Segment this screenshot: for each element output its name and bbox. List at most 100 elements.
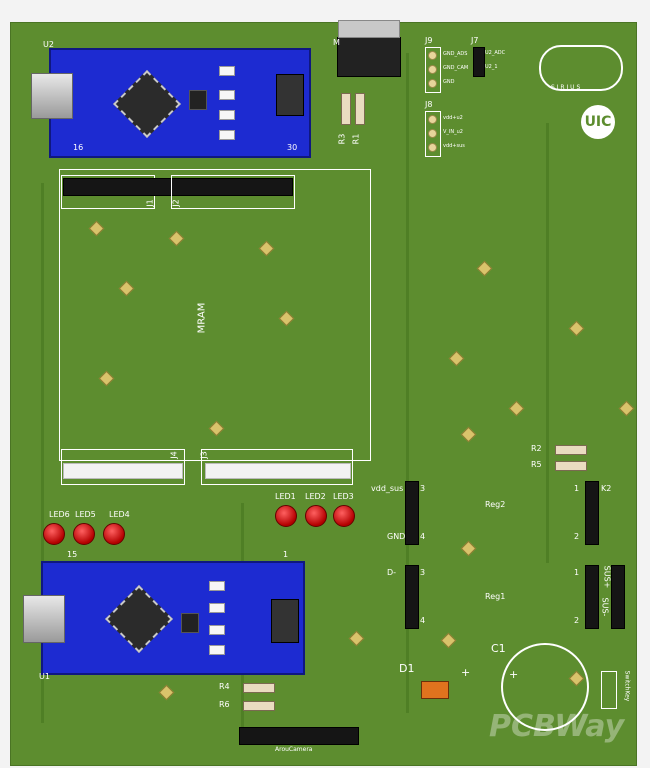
r4-label: R4 <box>219 682 230 691</box>
reg2-pin4-label: 4 <box>420 532 426 541</box>
led3 <box>333 505 355 527</box>
reg2-pin3-label: 3 <box>420 484 426 493</box>
aroucamera-header <box>239 727 359 745</box>
pad <box>618 400 635 417</box>
d-minus-label: D- <box>387 568 397 577</box>
led2 <box>305 505 327 527</box>
j4-label: J4 <box>169 451 179 459</box>
reg2-header-left <box>405 481 419 545</box>
reg1-pin3-label: 3 <box>420 568 426 577</box>
pad <box>568 320 585 337</box>
mram-label: MRAM <box>196 302 208 334</box>
led4-label: LED4 <box>109 510 130 519</box>
j8-label: J8 <box>425 100 433 109</box>
icsp-header <box>276 74 304 116</box>
j3-footprint <box>201 449 353 485</box>
pad <box>158 684 175 701</box>
smd-component <box>189 90 207 110</box>
voltage-regulator <box>337 20 401 77</box>
u1-label: U1 <box>39 672 50 681</box>
pad <box>428 143 437 152</box>
diode-d1 <box>421 681 449 699</box>
icsp-header <box>271 599 299 643</box>
led1-label: LED1 <box>275 492 296 501</box>
j7-pin2-label: U2_1 <box>485 64 498 70</box>
smd-component <box>219 130 235 140</box>
j8-footprint <box>425 111 441 157</box>
pad <box>508 400 525 417</box>
resistor-r3 <box>341 93 351 125</box>
usb-connector <box>23 595 65 643</box>
j1-label: J1 <box>145 199 155 207</box>
reg2-header-right <box>585 481 599 545</box>
regulator-label: M <box>333 38 340 47</box>
j9-pin1-label: GND_ADS <box>443 51 468 57</box>
led6 <box>43 523 65 545</box>
smd-component <box>181 613 199 633</box>
reg1-header-left <box>405 565 419 629</box>
r2-label: R2 <box>531 444 542 453</box>
resistor-r5 <box>555 461 587 471</box>
sus-minus-label: SUS- <box>600 597 610 617</box>
c1-plus-label: + <box>509 668 519 681</box>
smd-component <box>219 90 235 100</box>
j9-footprint <box>425 47 441 93</box>
pad <box>476 260 493 277</box>
u1-pin15-label: 15 <box>67 550 78 559</box>
r1-label: R1 <box>351 133 361 145</box>
sus-header <box>585 565 599 629</box>
reg2-k1-label: 1 <box>574 484 580 493</box>
pcbway-watermark: PCBWay <box>489 709 625 744</box>
pad <box>428 51 437 60</box>
sirius-logo <box>539 45 623 91</box>
led2-label: LED2 <box>305 492 326 501</box>
j7-jumper <box>473 47 485 77</box>
u2-label: U2 <box>43 40 54 49</box>
switchkey-label: SwitchKey <box>623 670 631 702</box>
r3-label: R3 <box>337 133 347 145</box>
pad <box>428 129 437 138</box>
reg1-pin4-label: 4 <box>420 616 426 625</box>
j4-footprint <box>61 449 185 485</box>
usb-connector <box>31 73 73 119</box>
c1-label: C1 <box>491 642 506 655</box>
k2-label: K2 <box>601 484 612 493</box>
gnd-label: GND <box>387 532 406 541</box>
pad <box>460 426 477 443</box>
switchkey-footprint <box>601 671 617 709</box>
pad <box>448 350 465 367</box>
smd-component <box>209 625 225 635</box>
pcb-board: U2 16 30 M R3 R1 J9 GND_ADS GND_CAM GND … <box>10 20 637 766</box>
resistor-r2 <box>555 445 587 455</box>
sirius-text: S I R I U S <box>551 84 581 91</box>
smd-component <box>219 110 235 120</box>
trace <box>546 123 549 563</box>
heatsink-tab <box>338 20 400 38</box>
pad <box>428 115 437 124</box>
smd-component <box>209 645 225 655</box>
microcontroller-chip <box>105 585 173 653</box>
j3-header <box>205 463 351 479</box>
resistor-r4 <box>243 683 275 693</box>
smd-component <box>219 66 235 76</box>
vdd-sus-label: vdd_sus <box>371 484 404 493</box>
trace <box>41 183 44 723</box>
j9-pin2-label: GND_CAM <box>443 65 469 71</box>
capacitor-c1 <box>501 643 589 731</box>
j8-pin3-label: vdd+sus <box>443 143 465 149</box>
j7-pin1-label: U2_ADC <box>485 50 506 56</box>
reg1-label: Reg1 <box>485 592 506 601</box>
j1-header <box>63 178 293 196</box>
led5 <box>73 523 95 545</box>
led6-label: LED6 <box>49 510 70 519</box>
j2-footprint <box>171 175 295 209</box>
pad <box>460 540 477 557</box>
pin-30-label: 30 <box>287 143 298 152</box>
led4 <box>103 523 125 545</box>
sus-plus-label: SUS+ <box>602 565 612 589</box>
d1-plus-label: + <box>461 666 471 679</box>
resistor-r6 <box>243 701 275 711</box>
reg2-k2-label: 2 <box>574 532 580 541</box>
arduino-nano-u1 <box>41 561 305 675</box>
j8-pin2-label: V_IN_u2 <box>443 129 463 135</box>
